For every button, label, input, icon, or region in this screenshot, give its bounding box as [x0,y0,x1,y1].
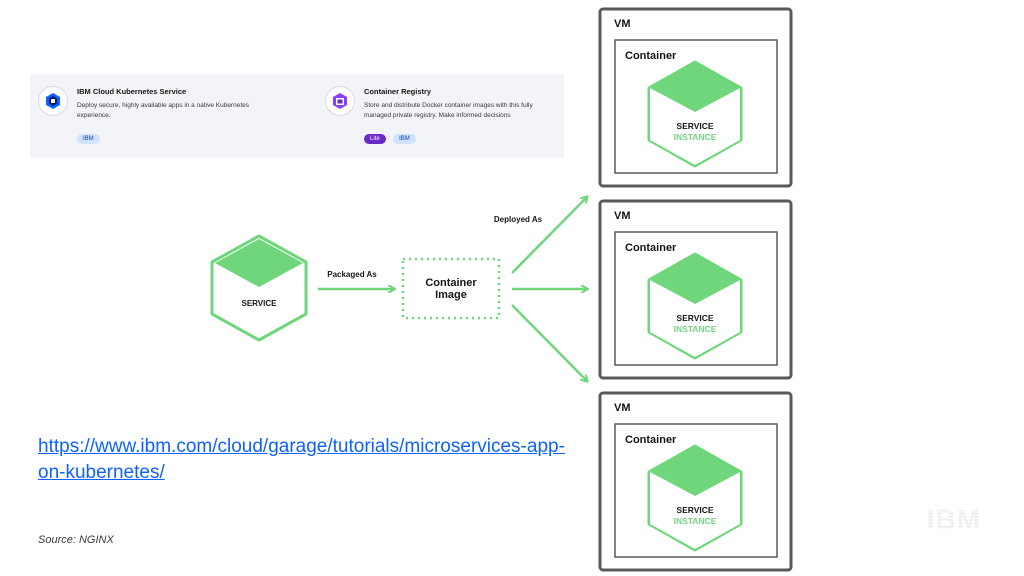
card-title: Container Registry [364,87,432,96]
container-image-label-line2: Image [435,289,467,301]
service-label: SERVICE [242,299,278,308]
container-label: Container [625,434,677,446]
ibm-logo-text: IBM [927,506,981,532]
vm-label: VM [614,402,631,414]
vm-label: VM [614,210,631,222]
tag-ibm: IBM [393,134,416,144]
ibm-logo-icon: IBM [927,506,981,532]
container-image-node: Container Image [401,257,501,320]
service-instance-label-line1: SERVICE [676,313,713,323]
deploy-arrow-top [511,197,587,274]
packaged-as-label: Packaged As [327,270,377,279]
card-title: IBM Cloud Kubernetes Service [77,87,187,96]
catalog-banner: IBM Cloud Kubernetes Service Deploy secu… [30,74,564,158]
tutorial-link[interactable]: https://www.ibm.com/cloud/garage/tutoria… [38,436,565,483]
kubernetes-service-icon [38,86,68,116]
vm-box: VM Container SERVICE INSTANCE [598,391,793,572]
card-description: Deploy secure, highly available apps in … [77,102,249,119]
service-node: SERVICE [210,234,308,342]
vm-box: VM Container SERVICE INSTANCE [598,7,793,188]
service-instance-label-line1: SERVICE [676,505,713,515]
tag-lite: Lite [364,134,386,144]
vm-label: VM [614,18,631,30]
container-image-label-line1: Container [425,277,477,289]
service-instance-label-line1: SERVICE [676,121,713,131]
service-instance-label-line2: INSTANCE [674,324,717,334]
deploy-arrow-bottom [511,304,587,381]
container-label: Container [625,242,677,254]
container-label: Container [625,50,677,62]
container-registry-icon [325,86,355,116]
vm-box: VM Container SERVICE INSTANCE [598,199,793,380]
service-instance-label-line2: INSTANCE [674,516,717,526]
source-caption: Source: NGINX [38,534,114,546]
deployed-as-label: Deployed As [494,215,543,224]
card-description: Store and distribute Docker container im… [364,102,533,119]
service-instance-label-line2: INSTANCE [674,132,717,142]
tag-ibm: IBM [77,134,100,144]
